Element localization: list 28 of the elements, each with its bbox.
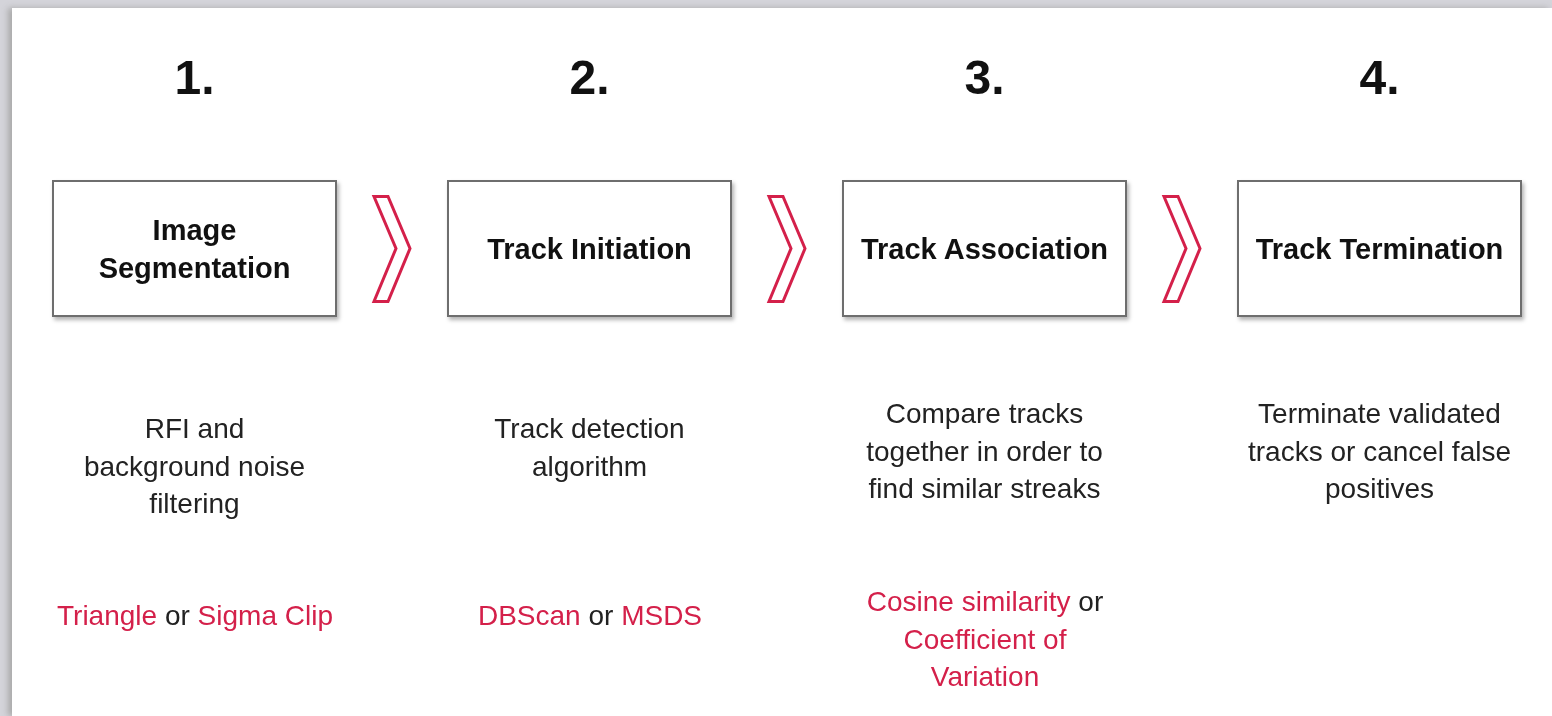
step-title: Track Association (860, 231, 1109, 267)
connector-word: or (588, 600, 614, 631)
connector-word: or (1078, 586, 1104, 617)
step-number: 4. (1358, 50, 1401, 105)
process-box (842, 180, 1127, 317)
chevron-arrow (766, 195, 807, 303)
step-number: 2. (568, 50, 611, 105)
step-description: Track detection algorithm (493, 412, 686, 484)
method-name: Triangle (57, 600, 158, 631)
step-title: Track Termination (1255, 231, 1504, 267)
step-number: 1. (173, 50, 216, 105)
step-number: 3. (963, 50, 1006, 105)
step-title: Image Segmentation (97, 212, 292, 286)
chevron-arrow (1161, 195, 1202, 303)
step-title: Track Initiation (487, 231, 692, 267)
method-name: DBScan (477, 600, 581, 631)
connector-word: or (164, 600, 190, 631)
method-name: MSDS (621, 600, 703, 631)
process-box (52, 180, 337, 317)
method-name: Coefficient of Variation (903, 623, 1067, 692)
method-name: Cosine similarity (866, 586, 1071, 617)
method-name: Sigma Clip (197, 600, 333, 631)
process-box (1237, 180, 1522, 317)
step-description: Compare tracks together in order to find similar streaks (865, 397, 1104, 506)
chevron-arrow (371, 195, 412, 303)
step-description: Terminate validated tracks or cancel false positives (1247, 397, 1512, 506)
process-box (447, 180, 732, 317)
step-description: RFI and background noise filtering (82, 412, 306, 521)
